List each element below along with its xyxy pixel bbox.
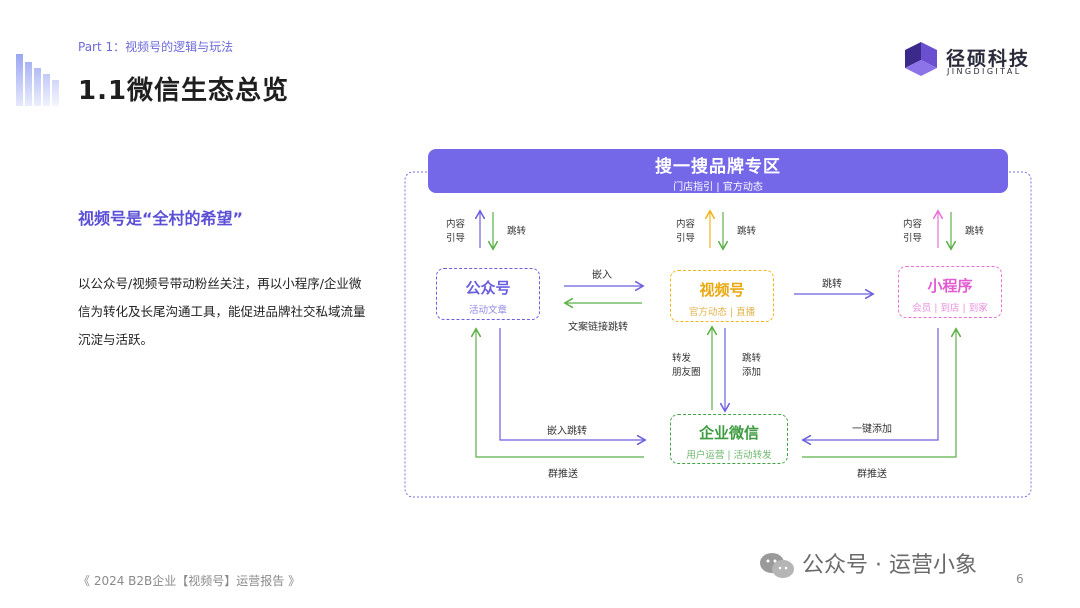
node-subtitle: 官方动态 | 直播 bbox=[688, 307, 756, 318]
label-jump-add: 跳转添加 bbox=[742, 353, 762, 378]
label-jump-right: 跳转 bbox=[965, 226, 985, 237]
node-title: 视频号 bbox=[699, 281, 745, 299]
label-embed-jump: 嵌入跳转 bbox=[547, 426, 587, 437]
node-subtitle: 用户运营 | 活动转发 bbox=[686, 450, 772, 461]
node-subtitle: 活动文章 bbox=[468, 305, 507, 316]
search-title: 搜一搜品牌专区 bbox=[655, 157, 781, 177]
label-jump-xcx: 跳转 bbox=[822, 279, 842, 290]
logo-subtext: JINGDIGITAL bbox=[947, 67, 1022, 76]
jingdigital-logo-icon bbox=[905, 42, 937, 76]
page-number: 6 bbox=[1016, 572, 1024, 586]
bar-decoration-icon bbox=[16, 54, 59, 106]
description-paragraph: 以公众号/视频号带动粉丝关注，再以小程序/企业微信为转化及长尾沟通工具，能促进品… bbox=[78, 276, 366, 347]
label-group-send-right: 群推送 bbox=[857, 469, 887, 480]
node-subtitle: 会员 | 到店 | 到家 bbox=[912, 303, 988, 314]
logo-text: 径硕科技 bbox=[946, 48, 1031, 70]
node-title: 小程序 bbox=[927, 277, 973, 295]
label-forward-moments: 转发朋友圈 bbox=[672, 353, 701, 378]
page-title: 1.1微信生态总览 bbox=[78, 76, 290, 106]
part-label: Part 1：视频号的逻辑与玩法 bbox=[78, 40, 234, 54]
node-video-account: 视频号 官方动态 | 直播 bbox=[670, 270, 774, 322]
label-content-guide-mid: 内容引导 bbox=[676, 219, 696, 244]
search-brand-zone: 搜一搜品牌专区 门店指引 | 官方动态 bbox=[428, 149, 1008, 193]
label-embed: 嵌入 bbox=[592, 270, 612, 281]
node-title: 公众号 bbox=[465, 279, 511, 297]
label-one-click-add: 一键添加 bbox=[852, 424, 892, 435]
label-content-guide-left: 内容引导 bbox=[446, 219, 466, 244]
watermark-text: 公众号 · 运营小象 bbox=[802, 553, 977, 578]
label-content-guide-right: 内容引导 bbox=[903, 219, 923, 244]
node-official-account: 公众号 活动文章 bbox=[436, 268, 540, 320]
label-text-link: 文案链接跳转 bbox=[568, 322, 628, 333]
wechat-icon bbox=[760, 553, 794, 578]
node-wecom: 企业微信 用户运营 | 活动转发 bbox=[670, 414, 788, 464]
label-group-send-left: 群推送 bbox=[548, 469, 578, 480]
section-subheading: 视频号是“全村的希望” bbox=[78, 209, 244, 228]
footer-report-title: 《 2024 B2B企业【视频号】运营报告 》 bbox=[78, 574, 301, 588]
search-subtitle: 门店指引 | 官方动态 bbox=[673, 182, 763, 193]
node-title: 企业微信 bbox=[698, 424, 759, 442]
label-jump-left: 跳转 bbox=[507, 226, 527, 237]
label-jump-mid: 跳转 bbox=[737, 226, 757, 237]
node-mini-program: 小程序 会员 | 到店 | 到家 bbox=[898, 266, 1002, 318]
